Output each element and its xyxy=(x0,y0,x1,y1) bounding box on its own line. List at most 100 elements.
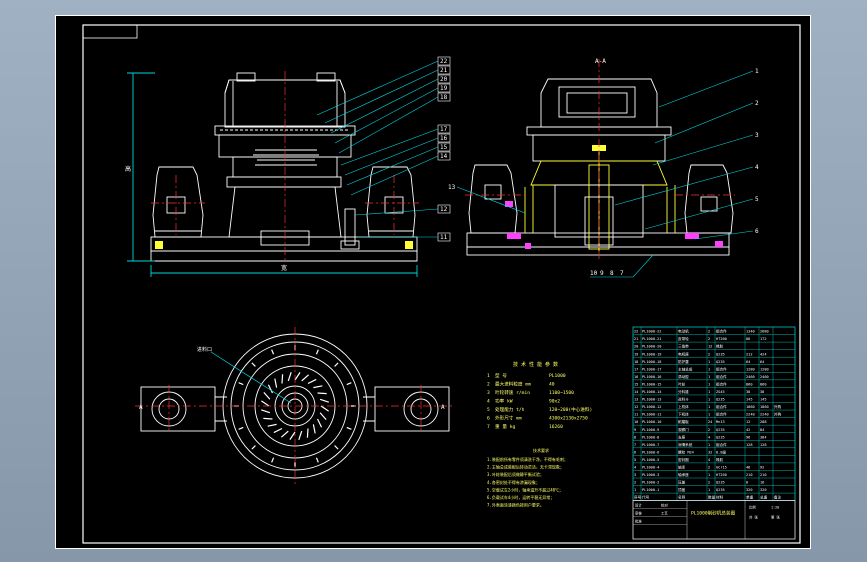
bom-cell: 主轴总成 xyxy=(678,366,693,371)
bom-cell: 分料锥 xyxy=(678,389,689,394)
notes-heading: 技术要求 xyxy=(533,447,549,453)
bom-cell: 叶轮 xyxy=(678,381,686,386)
bom-cell: PL1000-21 xyxy=(642,337,661,341)
spec-value: 40 xyxy=(549,382,555,388)
section-callout-leader xyxy=(658,70,754,108)
bom-cell: 2460 xyxy=(746,375,755,379)
bom-cell: 8 xyxy=(746,481,748,485)
wear-plate-tick xyxy=(238,382,244,386)
bom-cell: 2 xyxy=(708,352,710,356)
bom-cell: 22 xyxy=(634,330,638,334)
spec-number: 5 xyxy=(487,407,490,413)
bom-cell: 外购 xyxy=(774,404,782,409)
bom-cell: 密封圈 xyxy=(678,457,689,462)
bom-cell: PL1000-1 xyxy=(642,488,659,492)
section-title: A-A xyxy=(595,58,606,65)
bom-cell: PL1000-10 xyxy=(642,420,661,424)
front-callout-number: 11 xyxy=(440,234,448,241)
title-block-label: 设计 xyxy=(635,503,642,508)
bom-header-cell: 代号 xyxy=(642,495,650,500)
bom-cell: 螺栓 M24 xyxy=(678,449,694,454)
note-line: 6.负载试车4小时，运转平稳无异常； xyxy=(487,494,554,500)
section-view xyxy=(466,78,734,256)
title-block-label: 批准 xyxy=(635,519,642,524)
bom-cell: GCr15 xyxy=(716,466,727,470)
title-block-label: 校对 xyxy=(661,503,668,508)
title-block-label: 1:20 xyxy=(771,506,779,510)
note-line: 5.空载试车2小时，轴承温升不超过40℃； xyxy=(487,486,563,492)
bom-cell: 64 xyxy=(746,360,750,364)
section-highlights xyxy=(505,145,723,249)
bom-cell: Q235 xyxy=(716,428,725,432)
spec-value: PL1000 xyxy=(549,373,566,379)
spec-name: 外形尺寸 mm xyxy=(495,415,522,422)
bom-cell: ZG45 xyxy=(716,390,725,394)
impeller-blade xyxy=(307,378,317,385)
spec-number: 2 xyxy=(487,382,490,388)
plan-centerlines xyxy=(135,327,455,485)
bom-cell: PL1000-15 xyxy=(642,382,661,386)
spec-number: 7 xyxy=(487,424,490,430)
bom-cell: 组合件 xyxy=(716,329,727,334)
front-centerlines xyxy=(151,71,419,263)
spec-number: 1 xyxy=(487,373,490,379)
bom-cell: PL1000-13 xyxy=(642,398,661,402)
wear-plate-tick xyxy=(251,445,256,450)
bom-cell: 1 xyxy=(634,488,636,492)
front-callout-number: 14 xyxy=(440,153,448,160)
bom-cell: 46 xyxy=(746,466,750,470)
bom-cell: 顶盖 xyxy=(678,487,686,492)
bom-cell: PL1000-14 xyxy=(642,390,661,394)
note-line: 3.叶轮装配后须做静平衡试验； xyxy=(487,471,544,477)
bom-cell: 145 xyxy=(746,398,753,402)
bom-cell: PL1000-11 xyxy=(642,413,661,417)
bom-cell: Q235 xyxy=(716,481,725,485)
bom-cell: 三角带 xyxy=(678,344,689,349)
section-callout-number: 5 xyxy=(755,196,759,203)
title-block-label: 比例 xyxy=(749,505,756,510)
wear-plate-tick xyxy=(238,426,244,430)
front-view xyxy=(127,72,418,277)
bom-cell: PL1000-2 xyxy=(642,481,659,485)
bom-cell: PL1000-12 xyxy=(642,405,661,409)
bom-cell: 8 xyxy=(634,435,636,439)
bom-cell: 1 xyxy=(708,390,710,394)
bom-cell: Mn13 xyxy=(716,420,725,424)
bom-cell: 1 xyxy=(708,413,710,417)
bom-cell: 21 xyxy=(634,337,638,341)
spec-name: 最大进料粒度 mm xyxy=(495,381,531,388)
impeller-blade xyxy=(281,374,284,384)
bom-cell: 1340 xyxy=(746,330,755,334)
bom-cell: 1860 xyxy=(760,405,769,409)
bom-cell: 12 xyxy=(634,405,638,409)
bom-cell: 1860 xyxy=(746,405,755,409)
section-callout-leader xyxy=(644,198,754,230)
front-callout-leader xyxy=(344,137,439,176)
bom-cell: 6 xyxy=(634,450,636,454)
title-block-label: 工艺 xyxy=(661,511,668,516)
spec-number: 3 xyxy=(487,390,490,396)
bom-cell: Q235 xyxy=(716,398,725,402)
section-callout-leader xyxy=(654,102,754,144)
impeller-blade xyxy=(320,405,329,412)
bom-cell: 320 xyxy=(746,488,753,492)
bom-header-cell: 备注 xyxy=(774,495,782,500)
bom-cell: PL1000-8 xyxy=(642,435,659,439)
bom-cell: 4 xyxy=(708,435,710,439)
front-callout-number: 15 xyxy=(440,144,448,151)
bom-cell: 1 xyxy=(708,367,710,371)
front-width-label: 宽 xyxy=(281,264,287,272)
spec-value: 4300x2130x2750 xyxy=(549,416,588,422)
wear-plate-tick xyxy=(334,445,339,450)
bom-cell: 2680 xyxy=(760,330,769,334)
corner-stamp xyxy=(82,24,138,39)
section-callout-number: 4 xyxy=(755,164,759,171)
section-callout-number: 1 xyxy=(755,68,759,75)
bom-cell: 电动机 xyxy=(678,329,689,334)
bom-cell: 观察门 xyxy=(678,427,689,432)
